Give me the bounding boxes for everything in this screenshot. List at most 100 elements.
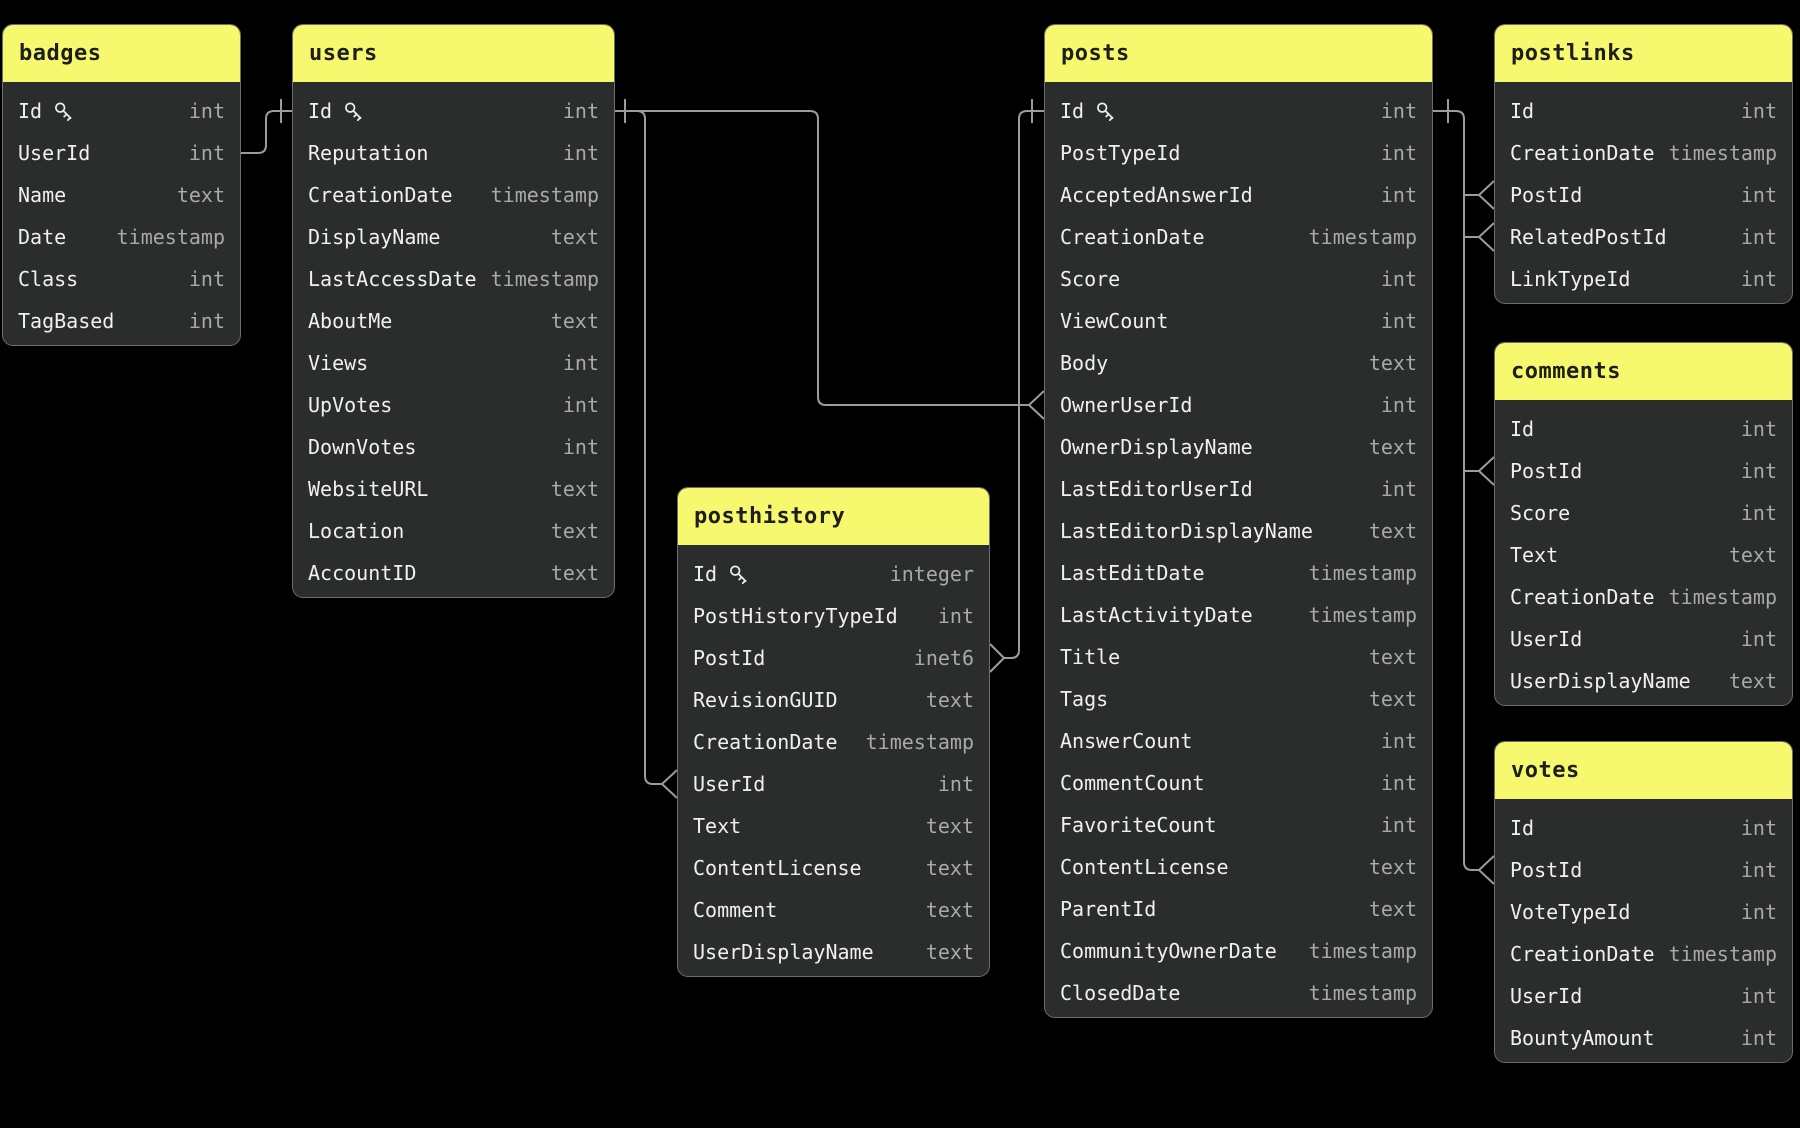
relationship-posts-right-group[interactable] <box>1433 99 1495 885</box>
field-type: timestamp <box>1308 939 1417 963</box>
crow-foot <box>1028 390 1045 420</box>
field-name: Id <box>1510 99 1535 123</box>
table-postlinks-header[interactable]: postlinks <box>1495 25 1792 82</box>
field-name: Name <box>18 183 67 207</box>
field-row-id[interactable]: Id integer <box>678 553 989 595</box>
field-type: timestamp <box>1308 981 1417 1005</box>
field-row-id[interactable]: Id int <box>1045 90 1432 132</box>
field-name: UserId <box>1510 984 1583 1008</box>
relationship-users-posthistory[interactable] <box>636 110 678 799</box>
table-posthistory-header[interactable]: posthistory <box>678 488 989 545</box>
field-type: timestamp <box>1668 141 1777 165</box>
field-name: AcceptedAnswerId <box>1060 183 1253 207</box>
table-badges-header[interactable]: badges <box>3 25 240 82</box>
crow-foot <box>1478 222 1495 252</box>
table-comments-header[interactable]: comments <box>1495 343 1792 400</box>
field-type: integer <box>889 562 974 586</box>
table-users-header[interactable]: users <box>293 25 614 82</box>
table-votes-header[interactable]: votes <box>1495 742 1792 799</box>
field-name: Date <box>18 225 67 249</box>
table-posts-header[interactable]: posts <box>1045 25 1432 82</box>
field-row-id[interactable]: Id int <box>3 90 240 132</box>
relationship-users-badges[interactable] <box>241 99 292 154</box>
field-row-id[interactable]: Id int <box>293 90 614 132</box>
relationship-posts-posthistory[interactable] <box>989 99 1044 673</box>
table-title: comments <box>1511 359 1621 384</box>
relationship-users-posts[interactable] <box>615 99 1045 420</box>
